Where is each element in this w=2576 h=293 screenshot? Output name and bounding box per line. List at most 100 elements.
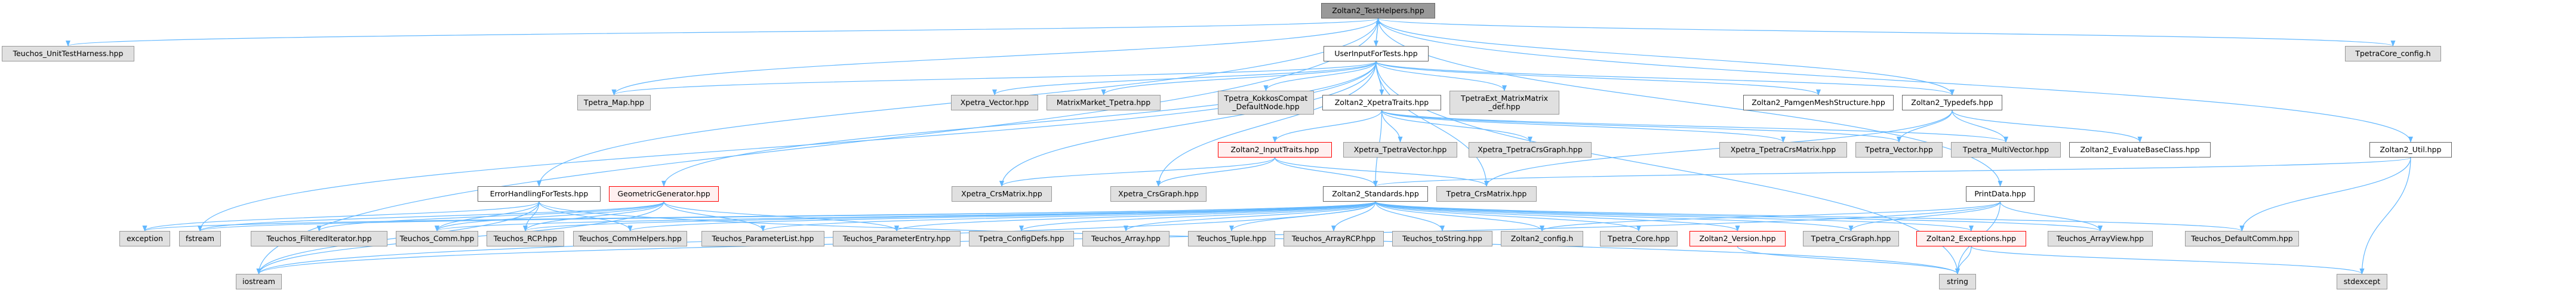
node-tpetramap[interactable]: Tpetra_Map.hpp	[577, 95, 651, 110]
node-evaluatebase[interactable]: Zoltan2_EvaluateBaseClass.hpp	[2069, 142, 2211, 158]
node-string[interactable]: string	[1939, 274, 1976, 289]
node-pamgen[interactable]: Zoltan2_PamgenMeshStructure.hpp	[1743, 95, 1894, 110]
node-tpetramultivector[interactable]: Tpetra_MultiVector.hpp	[1951, 142, 2061, 158]
edge-standards-to-exceptions	[1375, 201, 1974, 232]
edge-userinput-to-geometric	[661, 61, 1377, 187]
node-xtpetracrsmatrix[interactable]: Xpetra_TpetraCrsMatrix.hpp	[1719, 142, 1847, 158]
node-comm[interactable]: Teuchos_Comm.hpp	[396, 231, 478, 246]
edge-userinput-to-xpetravector	[992, 61, 1377, 95]
edge-userinput-to-tcrsmatrix	[1375, 61, 1489, 187]
edge-standards-to-configdefs	[1019, 201, 1376, 232]
node-testhelpers[interactable]: Zoltan2_TestHelpers.hpp	[1321, 3, 1435, 18]
edge-xpetratraits-to-xtpetracrsmatrix	[1381, 110, 1786, 143]
node-xpetratraits[interactable]: Zoltan2_XpetraTraits.hpp	[1322, 95, 1441, 110]
edge-util-to-stdexcept	[2359, 157, 2411, 275]
edge-testhelpers-to-tpetracoreconfig	[1377, 18, 2395, 47]
node-printdata[interactable]: PrintData.hpp	[1966, 186, 2035, 202]
edge-printdata-to-tcrsgraph	[1848, 201, 2001, 232]
edge-util-to-defaultcomm	[2239, 157, 2411, 232]
node-configdefs[interactable]: Tpetra_ConfigDefs.hpp	[969, 231, 1074, 246]
edge-standards-to-version	[1375, 201, 1740, 232]
node-exception[interactable]: exception	[119, 231, 170, 246]
edge-testhelpers-to-typedefs	[1377, 18, 1955, 95]
edge-typedefs-to-evaluatebase	[1952, 110, 2143, 143]
edge-userinput-to-kokkoscompat	[1263, 61, 1377, 91]
node-fstream[interactable]: fstream	[179, 231, 221, 246]
edge-standards-to-tcrsgraph	[1375, 201, 1854, 232]
edge-xpetratraits-to-xtpetravector	[1381, 110, 1403, 143]
node-tuple[interactable]: Teuchos_Tuple.hpp	[1188, 231, 1275, 246]
edge-userinput-to-pamgen	[1375, 61, 1821, 95]
edge-testhelpers-to-unittest	[66, 18, 1379, 47]
node-iostream[interactable]: iostream	[236, 274, 282, 289]
node-paramentry[interactable]: Teuchos_ParameterEntry.hpp	[833, 231, 961, 246]
node-xcrsgraph[interactable]: Xpetra_CrsGraph.hpp	[1110, 186, 1207, 202]
node-zconfig[interactable]: Zoltan2_config.h	[1501, 231, 1583, 246]
edge-xpetratraits-to-tpetramultivector	[1381, 110, 2008, 143]
edge-xpetratraits-to-inputtraits	[1272, 110, 1383, 143]
node-tcrsgraph[interactable]: Tpetra_CrsGraph.hpp	[1803, 231, 1899, 246]
edge-inputtraits-to-standards	[1274, 157, 1378, 187]
node-arrayrcp[interactable]: Teuchos_ArrayRCP.hpp	[1284, 231, 1384, 246]
node-tpetracore[interactable]: Tpetra_Core.hpp	[1600, 231, 1678, 246]
node-defaultcomm[interactable]: Teuchos_DefaultComm.hpp	[2185, 231, 2299, 246]
edge-typedefs-to-tpetramultivector	[1952, 110, 2008, 143]
node-commhelpers[interactable]: Teuchos_CommHelpers.hpp	[573, 231, 687, 246]
edge-geometric-to-fstream	[198, 201, 664, 232]
edge-xpetratraits-to-xtpetracrsgraph	[1381, 110, 1532, 143]
edge-geometric-to-comm	[435, 201, 664, 232]
node-tostring[interactable]: Teuchos_toString.hpp	[1392, 231, 1492, 246]
node-xtpetracrsgraph[interactable]: Xpetra_TpetraCrsGraph.hpp	[1469, 142, 1592, 158]
node-inputtraits[interactable]: Zoltan2_InputTraits.hpp	[1218, 142, 1332, 158]
edge-exceptions-to-string	[1955, 246, 1972, 275]
edge-typedefs-to-tpetravector	[1897, 110, 1953, 143]
node-standards[interactable]: Zoltan2_Standards.hpp	[1323, 186, 1428, 202]
node-filterediter[interactable]: Teuchos_FilteredIterator.hpp	[251, 231, 387, 246]
node-userinput[interactable]: UserInputForTests.hpp	[1324, 46, 1429, 61]
node-xtpetravector[interactable]: Xpetra_TpetraVector.hpp	[1343, 142, 1457, 158]
edge-geometric-to-paramlist	[663, 201, 765, 232]
node-util[interactable]: Zoltan2_Util.hpp	[2369, 142, 2452, 158]
edge-userinput-to-xcrsgraph	[1156, 61, 1377, 187]
node-matrixmatrix[interactable]: TpetraExt_MatrixMatrix _def.hpp	[1449, 91, 1559, 115]
edge-printdata-to-zconfig	[1540, 201, 2001, 232]
node-geometric[interactable]: GeometricGenerator.hpp	[609, 186, 719, 202]
node-matrixmarket[interactable]: MatrixMarket_Tpetra.hpp	[1047, 95, 1161, 110]
edge-userinput-to-matrixmatrix	[1375, 61, 1507, 91]
node-xpetravector[interactable]: Xpetra_Vector.hpp	[951, 95, 1038, 110]
edge-standards-to-exception	[143, 201, 1376, 232]
edge-standards-to-zconfig	[1375, 201, 1544, 232]
node-xcrsmatrix[interactable]: Xpetra_CrsMatrix.hpp	[952, 186, 1052, 202]
edge-standards-to-commhelpers	[627, 201, 1376, 232]
edge-xpetratraits-to-tpetravector	[1381, 110, 1901, 143]
edge-userinput-to-typedefs	[1375, 61, 1955, 95]
edge-standards-to-paramlist	[761, 201, 1376, 232]
node-exceptions[interactable]: Zoltan2_Exceptions.hpp	[1916, 231, 2026, 246]
edge-standards-to-tpetracore	[1375, 201, 1641, 232]
edge-inputtraits-to-xcrsgraph	[1156, 157, 1276, 187]
edge-util-to-standards	[1373, 157, 2411, 187]
edge-userinput-to-matrixmarket	[1101, 61, 1377, 95]
node-kokkoscompat[interactable]: Tpetra_KokkosCompat _DefaultNode.hpp	[1218, 91, 1314, 115]
edge-version-to-string	[1737, 246, 1960, 275]
edge-standards-to-arrayview	[1375, 201, 2103, 232]
edge-standards-to-tostring	[1375, 201, 1445, 232]
node-arrayview[interactable]: Teuchos_ArrayView.hpp	[2048, 231, 2153, 246]
node-errorhandling[interactable]: ErrorHandlingForTests.hpp	[478, 186, 601, 202]
edge-errorhandling-to-rcp	[523, 201, 540, 232]
node-tpetracoreconfig[interactable]: TpetraCore_config.h	[2345, 46, 2441, 61]
node-tpetravector[interactable]: Tpetra_Vector.hpp	[1855, 142, 1943, 158]
node-stdexcept[interactable]: stdexcept	[2337, 274, 2387, 289]
edge-exceptions-to-stdexcept	[1971, 246, 2365, 275]
node-version[interactable]: Zoltan2_Version.hpp	[1689, 231, 1786, 246]
node-array[interactable]: Teuchos_Array.hpp	[1082, 231, 1169, 246]
edge-standards-to-defaultcomm	[1375, 201, 2244, 232]
node-paramlist[interactable]: Teuchos_ParameterList.hpp	[701, 231, 824, 246]
node-rcp[interactable]: Teuchos_RCP.hpp	[487, 231, 564, 246]
edge-userinput-to-xcrsmatrix	[999, 61, 1377, 187]
node-tcrsmatrix[interactable]: Tpetra_CrsMatrix.hpp	[1436, 186, 1537, 202]
node-unittest[interactable]: Teuchos_UnitTestHarness.hpp	[2, 46, 134, 61]
edge-errorhandling-to-commhelpers	[538, 201, 633, 232]
node-typedefs[interactable]: Zoltan2_Typedefs.hpp	[1902, 95, 2002, 110]
edge-testhelpers-to-tpetramap	[611, 18, 1379, 95]
